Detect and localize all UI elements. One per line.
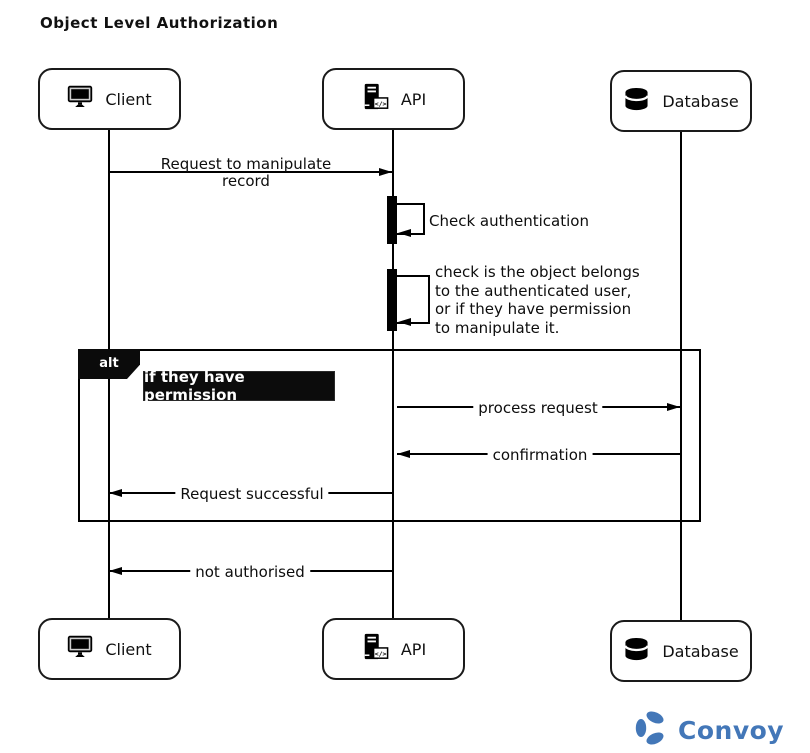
alt-condition-label: if they have permission bbox=[143, 368, 335, 404]
message-label-confirmation: confirmation bbox=[487, 446, 593, 464]
message-label-request: Request to manipulate record bbox=[161, 156, 332, 190]
actor-api-top: </> API bbox=[322, 68, 465, 130]
svg-text:</>: </> bbox=[375, 100, 387, 108]
actor-client-bottom: Client bbox=[38, 618, 181, 680]
arrowhead-right-icon bbox=[379, 168, 392, 176]
message-label-request-successful: Request successful bbox=[175, 485, 329, 503]
check-object-line1: check is the object belongs bbox=[435, 263, 640, 281]
arrowhead-left-icon bbox=[109, 489, 122, 497]
svg-text:</>: </> bbox=[375, 650, 387, 658]
actor-label-client: Client bbox=[105, 639, 152, 659]
lifeline-api bbox=[392, 130, 394, 618]
diagram-title: Object Level Authorization bbox=[40, 14, 279, 32]
arrowhead-right-icon bbox=[667, 403, 680, 411]
alt-frame-tab: alt bbox=[78, 349, 140, 379]
database-icon bbox=[623, 87, 650, 116]
check-object-line3: or if they have permission bbox=[435, 300, 632, 318]
actor-label-client: Client bbox=[105, 89, 152, 109]
message-label-check-object: check is the object belongs to the authe… bbox=[435, 263, 640, 337]
arrowhead-left-icon bbox=[109, 567, 122, 575]
convoy-logo-icon bbox=[634, 710, 672, 750]
actor-label-api: API bbox=[400, 639, 427, 659]
message-label-request-line1: Request to manipulate bbox=[160, 155, 332, 173]
convoy-logo-text: Convoy bbox=[678, 715, 785, 745]
monitor-icon bbox=[67, 635, 93, 663]
self-loop-check-auth bbox=[397, 203, 425, 235]
activation-bar-check-object bbox=[387, 269, 397, 331]
arrowhead-left-icon bbox=[397, 450, 410, 458]
actor-label-database: Database bbox=[662, 91, 739, 111]
activation-bar-check-auth bbox=[387, 196, 397, 244]
monitor-icon bbox=[67, 85, 93, 113]
arrowhead-left-icon bbox=[398, 318, 411, 326]
check-object-line4: to manipulate it. bbox=[435, 318, 560, 337]
lifeline-database bbox=[680, 132, 682, 620]
check-object-line2: to the authenticated user, bbox=[435, 281, 632, 300]
arrow-request-to-manipulate bbox=[109, 171, 392, 173]
server-icon: </> bbox=[361, 82, 389, 116]
actor-api-bottom: </> API bbox=[322, 618, 465, 680]
convoy-logo: Convoy bbox=[634, 710, 784, 750]
actor-database-top: Database bbox=[610, 70, 752, 132]
actor-label-api: API bbox=[400, 89, 427, 109]
alt-frame: alt bbox=[78, 349, 701, 522]
actor-client-top: Client bbox=[38, 68, 181, 130]
self-loop-check-object bbox=[397, 275, 430, 324]
actor-label-database: Database bbox=[662, 641, 739, 661]
message-label-process-request: process request bbox=[473, 399, 603, 417]
message-label-check-auth: Check authentication bbox=[429, 212, 589, 230]
message-label-request-line2: record bbox=[222, 172, 270, 190]
actor-database-bottom: Database bbox=[610, 620, 752, 682]
message-label-not-authorised: not authorised bbox=[190, 563, 310, 581]
arrowhead-left-icon bbox=[398, 229, 411, 237]
server-icon: </> bbox=[361, 632, 389, 666]
database-icon bbox=[623, 637, 650, 666]
